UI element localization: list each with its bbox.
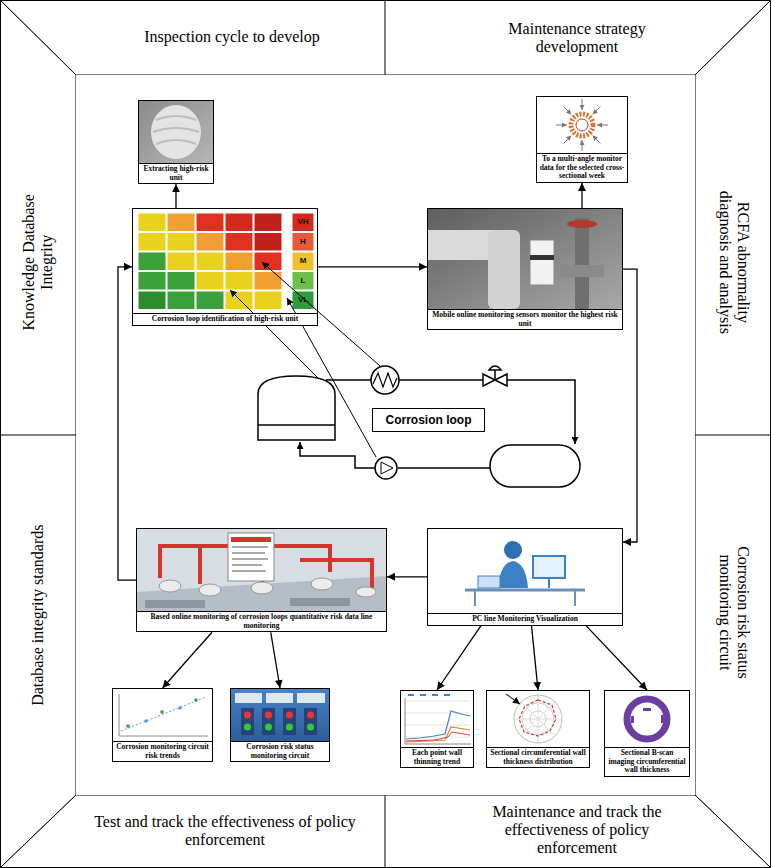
connector-arrow	[175, 184, 176, 208]
risk-level-label: H	[300, 238, 306, 246]
figure-area	[231, 689, 329, 741]
connector-arrow	[437, 626, 481, 690]
connector-arrow	[163, 632, 213, 688]
figure-box: Corrosion risk status monitoring circuit	[230, 688, 330, 762]
frame-band: Test and track the effectiveness of poli…	[0, 795, 385, 868]
figure-box: Sectional B-scan imaging circumferential…	[604, 690, 690, 777]
figure-box: Corrosion monitoring circuit risk trends	[112, 688, 213, 762]
thinning-line-chart	[401, 691, 473, 747]
band-label: Maintenance and track the effectiveness …	[477, 803, 677, 858]
figure-box: Each point wall thinning trend	[400, 690, 474, 768]
band-shape	[1, 435, 77, 868]
connector-arrow	[581, 183, 582, 208]
radar-chart	[487, 691, 589, 747]
frame-band: Database integrity standards	[0, 435, 76, 868]
connector-arrow	[387, 576, 427, 577]
band-shape	[1, 1, 77, 436]
connector-arrow	[623, 269, 637, 542]
status-dashboard	[231, 689, 329, 741]
figure-caption: Corrosion loop identification of high-ri…	[133, 313, 317, 325]
risk-level-label: VL	[298, 296, 308, 304]
figure-caption: Sectional B-scan imaging circumferential…	[605, 747, 689, 776]
figure-area	[137, 529, 386, 611]
band-label: Database integrity standards	[29, 475, 47, 755]
figure-area	[487, 691, 589, 747]
figure-caption: Extracting high-risk unit	[139, 163, 213, 183]
figure-box: Corrosion loop identification of high-ri…	[132, 208, 318, 326]
figure-caption: Each point wall thinning trend	[401, 747, 473, 767]
figure-box: Based online monitoring of corrosion loo…	[136, 528, 387, 632]
figure-box: Sectional circumferential wall thickness…	[486, 690, 590, 768]
figure-box: Mobile online monitoring sensors monitor…	[427, 208, 623, 330]
risk-level-label: L	[301, 277, 306, 285]
risk-matrix	[133, 209, 317, 313]
connector-arrow	[532, 626, 539, 690]
figure-caption: To a multi-angle monitor data for the se…	[537, 153, 627, 182]
band-shape	[385, 795, 771, 868]
sensor-photo	[428, 209, 622, 309]
band-shape	[695, 435, 771, 868]
bscan-ring	[605, 691, 689, 747]
figure-caption: Corrosion monitoring circuit risk trends	[113, 741, 212, 761]
band-label: Corrosion risk status monitoring circuit	[715, 524, 752, 699]
figure-box: To a multi-angle monitor data for the se…	[536, 96, 628, 183]
figure-caption: Mobile online monitoring sensors monitor…	[428, 309, 622, 329]
multi-angle-sensor-figure	[537, 97, 627, 153]
band-label: RCFA abnormality diagnosis and analysis	[715, 169, 752, 354]
operator-at-pc	[428, 529, 622, 613]
corrosion-loop-process	[258, 366, 580, 487]
figure-caption: Based online monitoring of corrosion loo…	[137, 611, 386, 631]
figure-area	[537, 97, 627, 153]
process-label: Corrosion loop	[379, 413, 478, 427]
figure-box: PC line Monitoring Visualization	[427, 528, 623, 626]
insulated-pipe-photo	[139, 101, 213, 163]
figure-area	[428, 209, 622, 309]
figure-area	[133, 209, 317, 313]
band-label: Maintenance strategy development	[487, 20, 667, 57]
band-shape	[1, 795, 386, 868]
frame-band: Maintenance and track the effectiveness …	[385, 795, 771, 868]
connector-arrow	[271, 632, 280, 688]
band-label: Test and track the effectiveness of poli…	[85, 813, 365, 850]
band-shape	[695, 1, 771, 436]
connector-arrow	[586, 626, 647, 690]
risk-level-label: VH	[297, 218, 308, 226]
process-box: Corrosion loop	[372, 408, 485, 432]
frame-band: Knowledge Database Integrity	[0, 0, 76, 435]
figure-area	[401, 691, 473, 747]
figure-caption: Corrosion risk status monitoring circuit	[231, 741, 329, 761]
band-label: Inspection cycle to develop	[82, 28, 382, 46]
figure-area	[605, 691, 689, 747]
figure-area	[113, 689, 212, 741]
figure-caption: Sectional circumferential wall thickness…	[487, 747, 589, 767]
frame-band: Corrosion risk status monitoring circuit	[695, 435, 771, 868]
figure-area	[428, 529, 622, 613]
connector-arrow	[318, 266, 427, 267]
leader-arrows	[230, 262, 380, 457]
figure-caption: PC line Monitoring Visualization	[428, 613, 622, 625]
band-label: Knowledge Database Integrity	[20, 177, 57, 347]
plant-3d-view	[137, 529, 386, 611]
risk-trend-chart	[113, 689, 212, 741]
band-outline	[0, 0, 76, 435]
risk-level-label: M	[300, 257, 307, 265]
frame-band: RCFA abnormality diagnosis and analysis	[695, 0, 771, 435]
figure-box: Extracting high-risk unit	[138, 100, 214, 184]
figure-area	[139, 101, 213, 163]
